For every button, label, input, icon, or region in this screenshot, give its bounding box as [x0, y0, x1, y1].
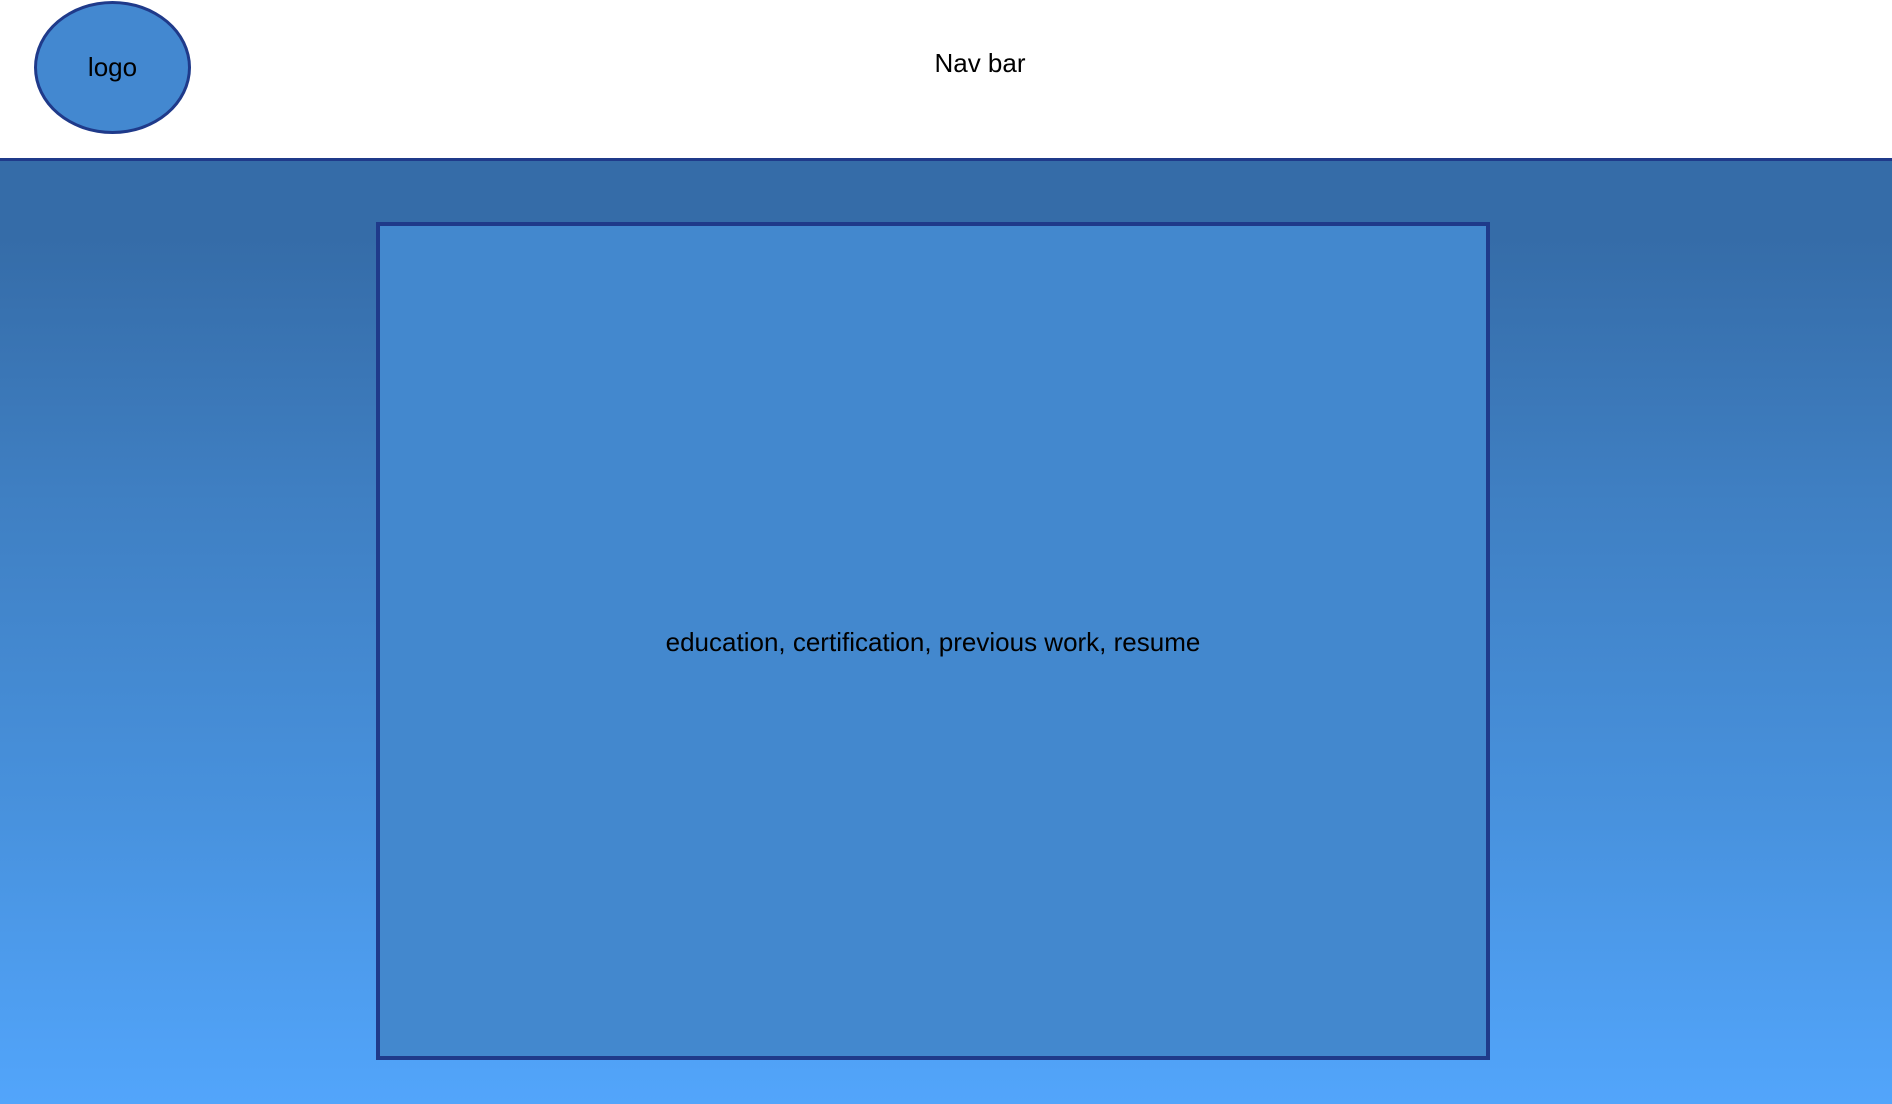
content-panel: education, certification, previous work,… [376, 222, 1490, 1060]
nav-bar: logo Nav bar [0, 0, 1892, 161]
hero-section: education, certification, previous work,… [0, 161, 1892, 1104]
nav-bar-label: Nav bar [934, 48, 1026, 78]
content-panel-label: education, certification, previous work,… [665, 626, 1201, 657]
logo[interactable]: logo [34, 1, 191, 134]
logo-label: logo [87, 52, 138, 82]
